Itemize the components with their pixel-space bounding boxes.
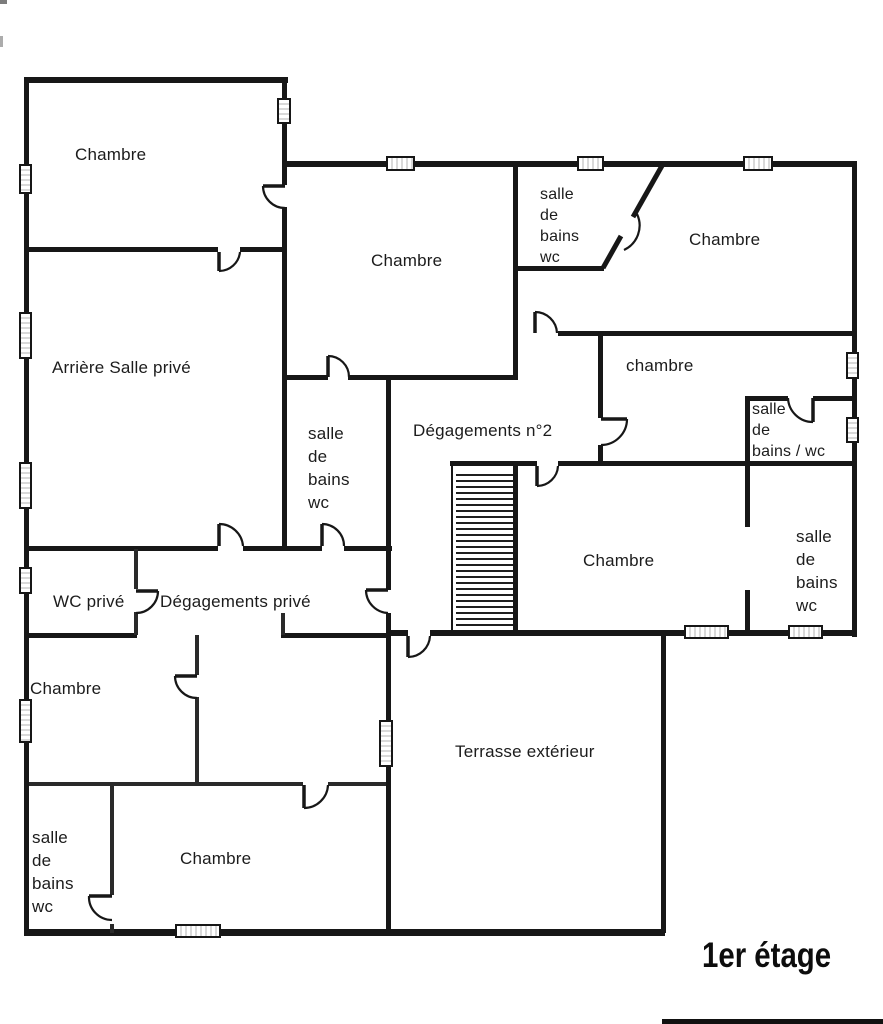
room-label-salle-bains-wc-bottom-left: salle de bains wc (32, 828, 74, 916)
wall-segment (745, 590, 750, 633)
wall-segment (386, 375, 391, 590)
room-label-degagements-prive: Dégagements privé (160, 592, 311, 611)
room-label-salle-bains-wc-mid-left: salle de bains wc (308, 424, 350, 512)
wall-segment (240, 247, 287, 252)
scan-artifact (0, 0, 7, 4)
room-label-chambre-top-middle: Chambre (371, 251, 443, 270)
wall-segment (745, 396, 750, 466)
scan-artifact (662, 1019, 883, 1024)
room-label-chambre-top-left: Chambre (75, 145, 147, 164)
wall-segment (746, 396, 788, 401)
window-marker (19, 567, 32, 594)
wall-segment (24, 782, 303, 786)
wall-segment (430, 630, 857, 636)
wall-segment (513, 161, 518, 377)
wall-segment (24, 929, 665, 936)
wall-segment (450, 461, 537, 466)
wall-segment (282, 207, 287, 547)
wall-segment (24, 77, 288, 83)
room-label-salle-bains-wc-bottom-right: salle de bains wc (796, 527, 838, 615)
wall-segment (285, 161, 857, 167)
room-label-salle-bains-wc-top: salle de bains wc (540, 186, 580, 266)
wall-segment (24, 247, 218, 252)
window-marker (277, 98, 291, 124)
wall-segment (243, 546, 322, 551)
wall-segment (195, 697, 199, 784)
wall-segment (598, 333, 603, 418)
wall-segment (134, 549, 138, 589)
wall-segment (24, 546, 218, 551)
window-marker (684, 625, 729, 639)
room-label-terrasse: Terrasse extérieur (455, 742, 595, 761)
window-marker (386, 156, 415, 171)
wall-segment (24, 633, 137, 638)
window-marker (19, 312, 32, 359)
window-marker (19, 164, 32, 194)
door-swing-arc (623, 213, 641, 251)
window-marker (175, 924, 221, 938)
wall-segment (388, 630, 408, 636)
wall-segment (282, 375, 328, 380)
wall-segment (813, 396, 857, 401)
wall-segment (661, 633, 666, 933)
wall-segment (328, 782, 390, 786)
wall-segment (516, 266, 604, 271)
scan-artifact (0, 36, 3, 47)
room-label-degagements-n2: Dégagements n°2 (413, 421, 553, 440)
wall-segment (134, 612, 138, 635)
window-marker (19, 462, 32, 509)
room-label-wc-prive: WC privé (53, 592, 125, 611)
diagonal-wall (600, 234, 624, 270)
wall-segment (852, 161, 857, 637)
window-marker (788, 625, 823, 639)
window-marker (379, 720, 393, 767)
window-marker (846, 352, 859, 379)
wall-segment (282, 77, 287, 185)
wall-segment (558, 461, 857, 466)
staircase (451, 463, 514, 633)
staircase-treads (456, 474, 513, 629)
wall-segment (281, 613, 285, 635)
wall-segment (598, 445, 603, 466)
wall-segment (344, 546, 392, 551)
window-marker (846, 417, 859, 443)
wall-segment (558, 331, 857, 336)
wall-segment (386, 613, 391, 933)
room-label-salle-bains-wc-right: salle de bains / wc (752, 401, 826, 460)
room-label-chambre-left: Chambre (30, 679, 102, 698)
wall-segment (195, 635, 199, 675)
room-label-chambre-top-right: Chambre (689, 230, 761, 249)
room-label-arriere-salle-prive: Arrière Salle privé (52, 358, 191, 377)
window-marker (743, 156, 773, 171)
wall-segment (513, 461, 518, 633)
diagonal-wall (630, 162, 666, 219)
room-label-chambre-mid-right: Chambre (583, 551, 655, 570)
room-label-chambre-bottom: Chambre (180, 849, 252, 868)
wall-segment (110, 782, 114, 895)
wall-segment (348, 375, 518, 380)
window-marker (577, 156, 604, 171)
window-marker (19, 699, 32, 743)
wall-segment (110, 924, 114, 933)
wall-segment (745, 466, 750, 527)
wall-segment (281, 633, 390, 638)
room-label-chambre-right-small: chambre (626, 356, 694, 375)
floor-title: 1er étage (702, 936, 832, 975)
